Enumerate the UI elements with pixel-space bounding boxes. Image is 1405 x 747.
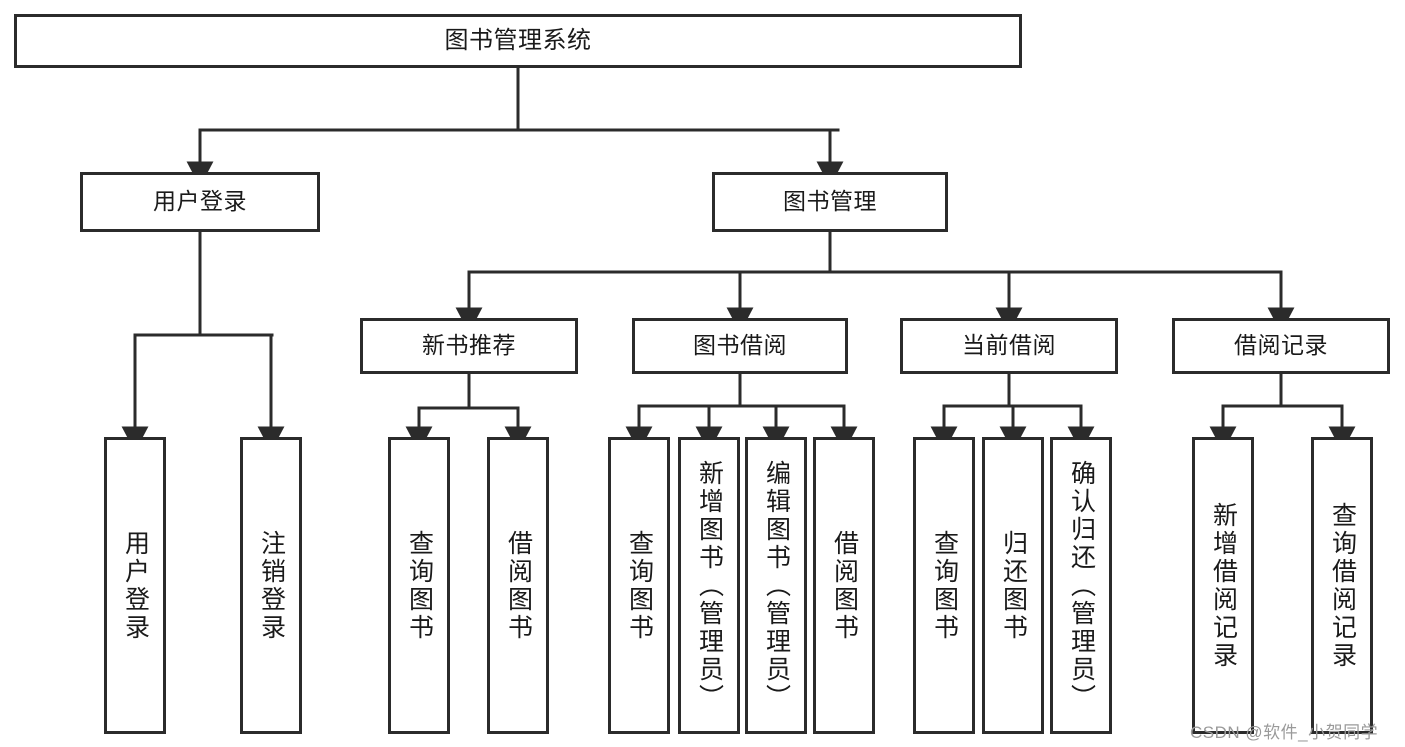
leaf-node-logout[interactable]: 注销登录 [240, 437, 302, 734]
node-label: 查询借阅记录 [1328, 501, 1357, 670]
leaf-node-query-borrow-record[interactable]: 查询借阅记录 [1311, 437, 1373, 734]
csdn-watermark: CSDN @软件_小贺同学 [1190, 723, 1379, 742]
node-label: 当前借阅 [962, 332, 1056, 359]
node-label: 查询图书 [625, 529, 654, 642]
leaf-node-edit-book-admin[interactable]: 编辑图书（管理员） [745, 437, 807, 734]
node-label: 图书借阅 [693, 332, 787, 359]
node-label: 用户登录 [153, 188, 247, 215]
leaf-node-query-book-newbook[interactable]: 查询图书 [388, 437, 450, 734]
node-root-system[interactable]: 图书管理系统 [14, 14, 1022, 68]
node-label: 新增图书（管理员） [695, 459, 724, 712]
leaf-node-add-book-admin[interactable]: 新增图书（管理员） [678, 437, 740, 734]
leaf-node-add-borrow-record[interactable]: 新增借阅记录 [1192, 437, 1254, 734]
node-borrow-record[interactable]: 借阅记录 [1172, 318, 1390, 374]
node-book-management[interactable]: 图书管理 [712, 172, 948, 232]
node-label: 归还图书 [999, 529, 1028, 642]
node-label: 注销登录 [257, 529, 286, 642]
node-label: 借阅图书 [504, 529, 533, 642]
leaf-node-confirm-return-admin[interactable]: 确认归还（管理员） [1050, 437, 1112, 734]
leaf-node-return-book[interactable]: 归还图书 [982, 437, 1044, 734]
node-book-borrow[interactable]: 图书借阅 [632, 318, 848, 374]
node-label: 图书管理系统 [444, 26, 592, 54]
node-label: 确认归还（管理员） [1067, 459, 1096, 712]
leaf-node-borrow-book-newbook[interactable]: 借阅图书 [487, 437, 549, 734]
node-label: 借阅记录 [1234, 332, 1328, 359]
node-label: 编辑图书（管理员） [762, 459, 791, 712]
node-current-borrow[interactable]: 当前借阅 [900, 318, 1118, 374]
node-label: 借阅图书 [830, 529, 859, 642]
node-label: 新书推荐 [422, 332, 516, 359]
leaf-node-user-login[interactable]: 用户登录 [104, 437, 166, 734]
leaf-node-query-book-current[interactable]: 查询图书 [913, 437, 975, 734]
node-label: 用户登录 [121, 529, 150, 642]
node-label: 查询图书 [930, 529, 959, 642]
node-label: 新增借阅记录 [1209, 501, 1238, 670]
node-new-book-recommend[interactable]: 新书推荐 [360, 318, 578, 374]
node-label: 图书管理 [783, 188, 877, 215]
node-label: 查询图书 [405, 529, 434, 642]
leaf-node-query-book-borrow[interactable]: 查询图书 [608, 437, 670, 734]
leaf-node-borrow-book[interactable]: 借阅图书 [813, 437, 875, 734]
node-user-login[interactable]: 用户登录 [80, 172, 320, 232]
